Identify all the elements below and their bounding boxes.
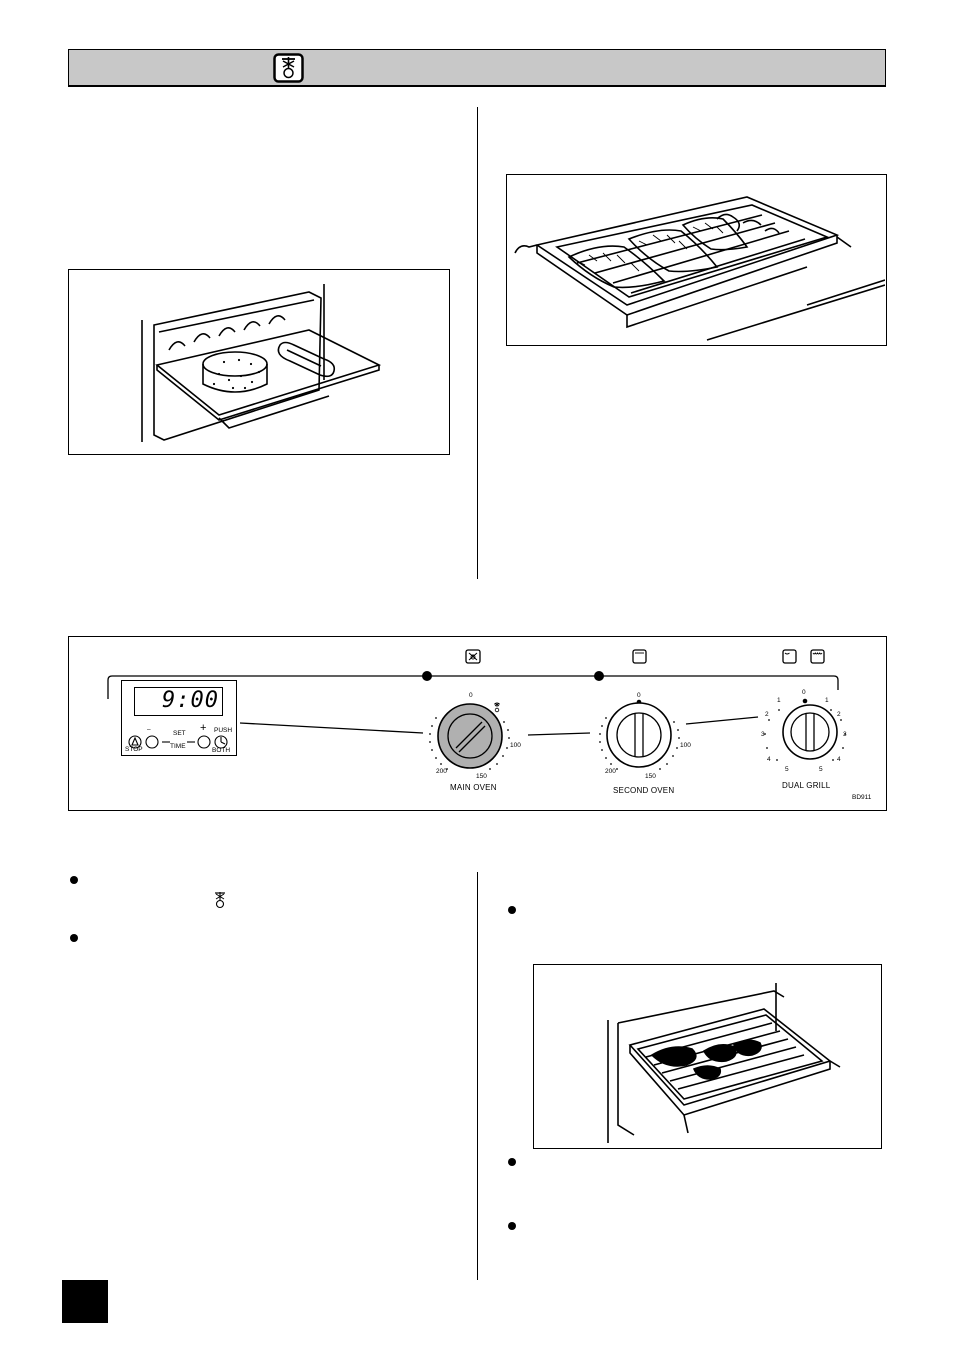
fish-grill-pan-illustration — [514, 196, 886, 341]
dual-grill-label: DUAL GRILL — [782, 781, 831, 790]
clock-minus-label: – — [147, 726, 151, 733]
column-divider-bottom — [477, 872, 478, 1280]
clock-push-label: PUSH — [214, 727, 233, 734]
full-grill-icon — [810, 649, 825, 669]
bullet-marker — [508, 1222, 516, 1230]
second-oven-knob[interactable] — [607, 703, 671, 767]
bullet-marker — [508, 906, 516, 914]
dual-grill-scale-left-4: 4 — [767, 756, 771, 763]
second-oven-scale-150: 150 — [645, 773, 656, 780]
clock-stop-label: STOP — [125, 746, 143, 753]
dual-grill-scale-right-1: 1 — [825, 697, 829, 704]
clock-plus-button[interactable] — [197, 736, 211, 750]
diagram-code: BD911 — [852, 794, 872, 801]
dual-grill-scale-right-5: 5 — [819, 766, 823, 773]
dual-grill-scale-left-1: 1 — [777, 697, 781, 704]
figure-grill-pan-in-oven — [533, 964, 882, 1149]
grill-pan-in-oven-illustration — [607, 983, 841, 1143]
dual-grill-scale-right-3: 3 — [843, 731, 847, 738]
oven-grill-icon — [273, 53, 304, 83]
main-oven-scale-150: 150 — [476, 773, 487, 780]
dual-grill-scale-left-2: 2 — [765, 711, 769, 718]
main-oven-scale-0: 0 — [469, 692, 473, 699]
dual-grill-knob[interactable] — [783, 705, 837, 759]
bullet-marker — [70, 934, 78, 942]
oven-icon — [632, 649, 647, 669]
dual-grill-scale-0: 0 — [802, 689, 806, 696]
main-oven-label: MAIN OVEN — [450, 783, 497, 792]
second-oven-scale-200: 200 — [605, 768, 616, 775]
dual-grill-scale-left-3: 3 — [761, 731, 765, 738]
clock-plus-label: + — [200, 722, 207, 734]
dual-grill-scale-left-5: 5 — [785, 766, 789, 773]
clock-display — [134, 687, 223, 716]
clock-minus-button[interactable] — [145, 736, 159, 750]
second-oven-scale-0: 0 — [637, 692, 641, 699]
header-bar — [68, 49, 886, 87]
clock-both-label: BOTH — [212, 747, 231, 754]
dual-grill-dial — [764, 698, 846, 761]
main-oven-knob[interactable] — [438, 704, 502, 768]
figure-grill-pan-fish — [506, 174, 887, 346]
figure-oven-shelf-cake — [68, 269, 450, 455]
fan-grill-icon — [465, 649, 481, 669]
fan-grill-inline-icon — [213, 891, 227, 914]
clock-module — [121, 680, 237, 756]
clock-set-label: SET — [173, 730, 186, 737]
dual-grill-scale-right-2: 2 — [837, 711, 841, 718]
clock-controls — [128, 735, 228, 749]
half-grill-icon — [782, 649, 797, 669]
dual-grill-scale-right-4: 4 — [837, 756, 841, 763]
page-number-block — [62, 1280, 108, 1323]
bullet-marker — [70, 876, 78, 884]
control-panel-outline — [107, 671, 839, 736]
clock-time-label: TIME — [170, 743, 186, 750]
cake-on-tray-illustration — [141, 284, 382, 442]
second-oven-scale-100: 100 — [680, 742, 691, 749]
column-divider-top — [477, 107, 478, 579]
bullet-marker — [508, 1158, 516, 1166]
main-oven-scale-200: 200 — [436, 768, 447, 775]
second-oven-label: SECOND OVEN — [613, 786, 675, 795]
clock-display-digits: 9:00 — [162, 688, 219, 713]
second-oven-dial — [599, 699, 680, 770]
main-oven-scale-100: 100 — [510, 742, 521, 749]
main-oven-dial — [429, 702, 510, 770]
